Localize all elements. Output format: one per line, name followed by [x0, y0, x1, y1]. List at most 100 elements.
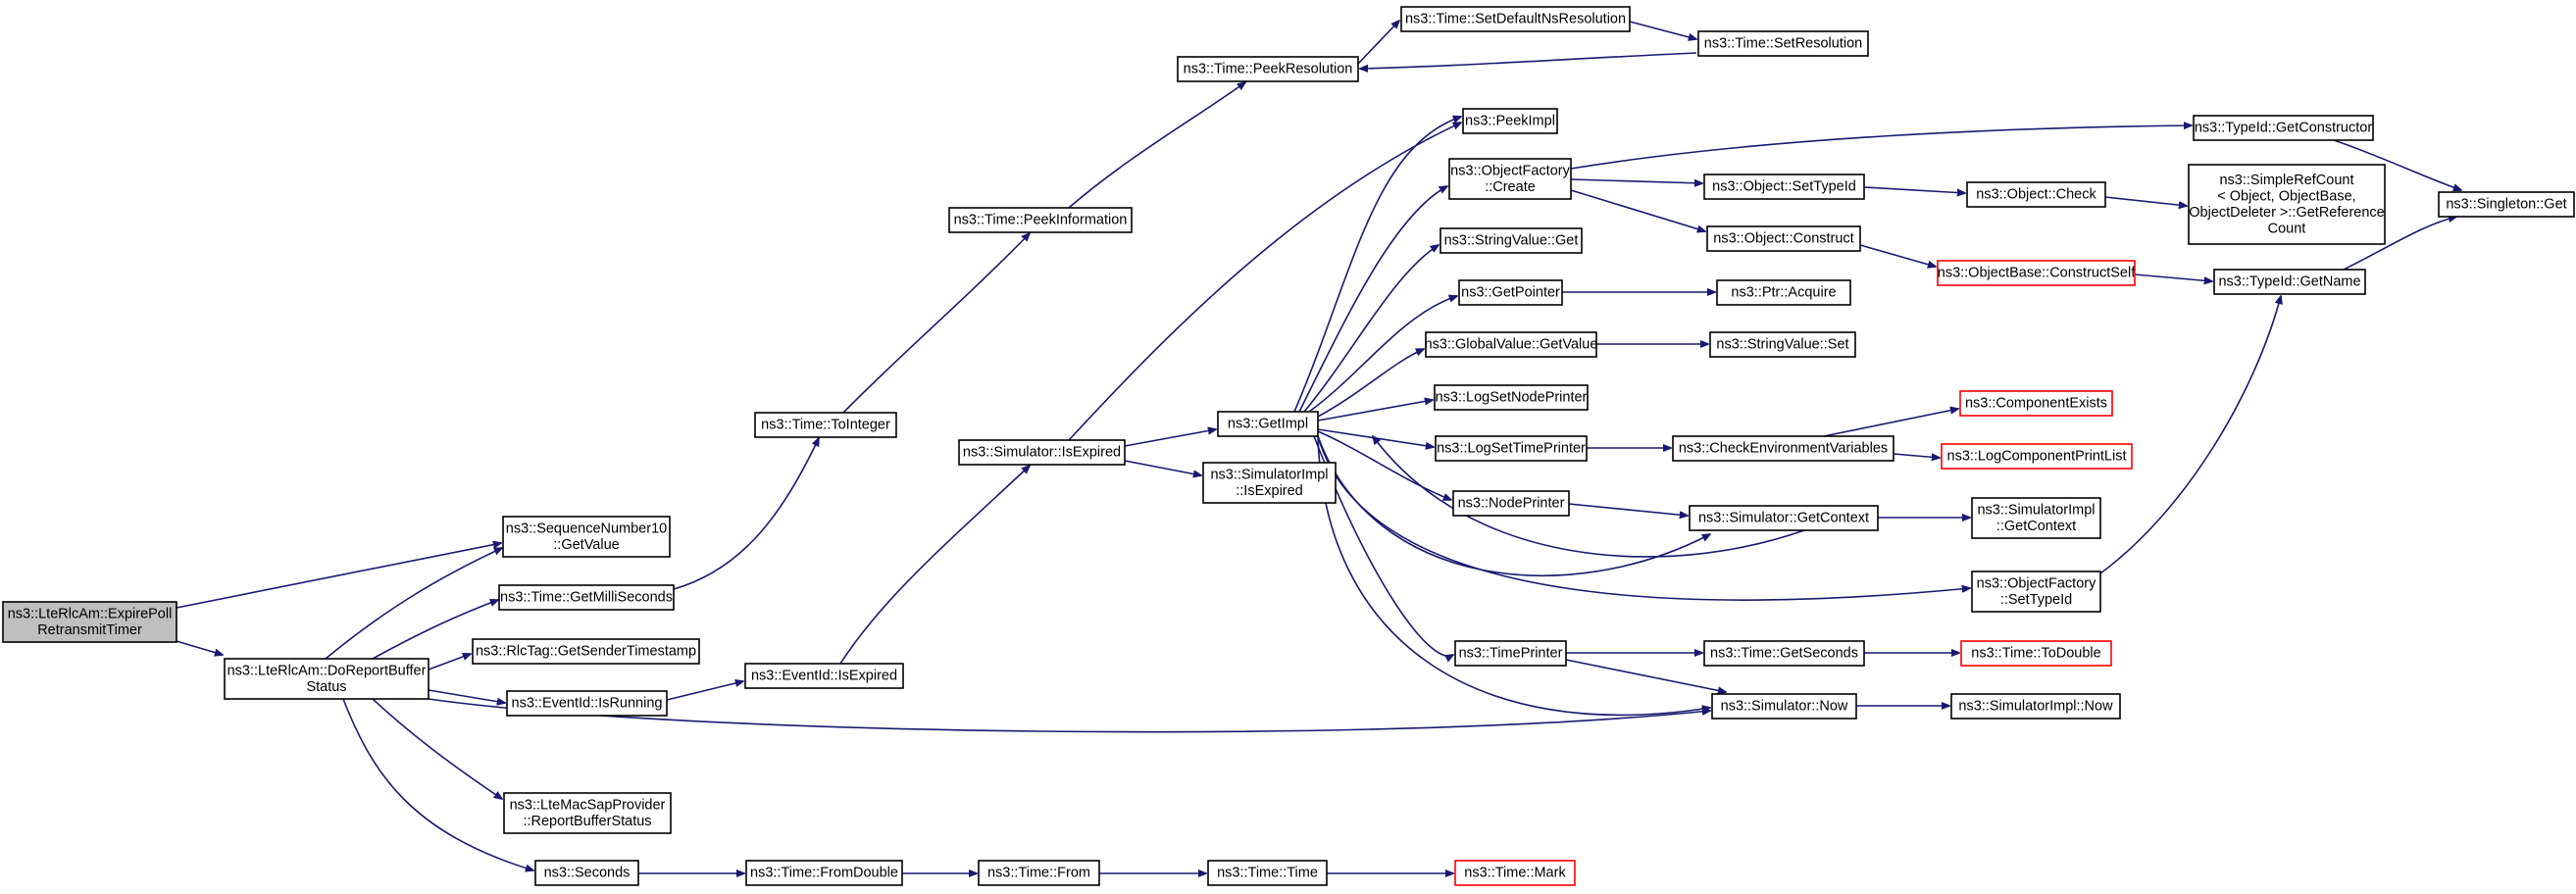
edge-from-getimpl [1303, 245, 1439, 413]
node-log-component-printlist[interactable]: ns3::LogComponentPrintList [1941, 443, 2133, 470]
node-label: ns3::EventId::IsExpired [751, 669, 897, 684]
node-logsetnodeprinter[interactable]: ns3::LogSetNodePrinter [1434, 384, 1589, 411]
node-label: ::SetTypeId [2000, 592, 2072, 608]
node-eventid-isrunning[interactable]: ns3::EventId::IsRunning [506, 690, 668, 717]
node-check-env[interactable]: ns3::CheckEnvironmentVariables [1672, 435, 1894, 462]
node-box [498, 584, 675, 611]
node-typeid-getconstructor[interactable]: ns3::TypeId::GetConstructor [2193, 115, 2374, 141]
node-simimpl-isexpired[interactable]: ns3::SimulatorImpl::IsExpired [1202, 462, 1337, 504]
node-box [1434, 384, 1589, 411]
node-sim-isexpired[interactable]: ns3::Simulator::IsExpired [958, 439, 1126, 466]
node-label: ns3::StringValue::Get [1444, 233, 1579, 249]
node-globalvalue-getvalue[interactable]: ns3::GlobalValue::GetValue [1425, 331, 1598, 358]
node-label: ::ReportBufferStatus [523, 814, 651, 829]
node-singleton-get[interactable]: ns3::Singleton::Get [2438, 191, 2575, 218]
node-timeprinter[interactable]: ns3::TimePrinter [1454, 640, 1567, 667]
node-label: ObjectDeleter >::GetReference [2189, 205, 2384, 221]
node-label: ns3::EventId::IsRunning [512, 696, 663, 712]
node-nodeprinter[interactable]: ns3::NodePrinter [1452, 490, 1570, 517]
node-label: ns3::PeekImpl [1465, 114, 1555, 129]
edge-from-peek-information [1068, 82, 1245, 209]
node-label: ns3::ComponentExists [1965, 396, 2107, 412]
edge-from-objfactory-settypeid [2099, 296, 2281, 574]
edge-from-sim-isexpired [1124, 429, 1216, 447]
node-stringvalue-set[interactable]: ns3::StringValue::Set [1709, 331, 1856, 358]
node-box [1462, 108, 1558, 134]
node-box [1697, 30, 1869, 57]
node-label: ns3::SimulatorImpl [1977, 502, 2095, 518]
edge-from-eventid-isrunning [666, 681, 743, 701]
node-object-construct[interactable]: ns3::Object::Construct [1706, 225, 1861, 252]
node-seq-getvalue[interactable]: ns3::SequenceNumber10::GetValue [502, 516, 671, 558]
node-box [2188, 164, 2386, 245]
node-object-settypeid[interactable]: ns3::Object::SetTypeId [1703, 174, 1865, 200]
node-box [948, 207, 1133, 233]
node-sim-now[interactable]: ns3::Simulator::Now [1711, 693, 1857, 720]
node-box [503, 792, 672, 834]
node-objfactory-settypeid[interactable]: ns3::ObjectFactory::SetTypeId [1971, 571, 2101, 613]
node-rlctag[interactable]: ns3::RlcTag::GetSenderTimestamp [472, 638, 700, 665]
node-box [1706, 225, 1861, 252]
node-logsettimeprinter[interactable]: ns3::LogSetTimePrinter [1435, 435, 1588, 462]
node-label: ::GetContext [1996, 519, 2076, 534]
node-label: ::IsExpired [1236, 483, 1303, 499]
node-set-default-ns[interactable]: ns3::Time::SetDefaultNsResolution [1400, 6, 1631, 32]
node-time-from[interactable]: ns3::Time::From [978, 860, 1100, 886]
node-seconds[interactable]: ns3::Seconds [534, 860, 639, 886]
node-typeid-getname[interactable]: ns3::TypeId::GetName [2213, 269, 2366, 295]
node-sim-getcontext[interactable]: ns3::Simulator::GetContext [1689, 505, 1879, 531]
node-simplerefcount[interactable]: ns3::SimpleRefCount< Object, ObjectBase,… [2188, 164, 2386, 245]
node-objectbase-constructself[interactable]: ns3::ObjectBase::ConstructSelf [1937, 260, 2136, 286]
edge-from-sim-isexpired [1068, 123, 1461, 441]
node-peek-information[interactable]: ns3::Time::PeekInformation [948, 207, 1133, 233]
node-stringvalue-get[interactable]: ns3::StringValue::Get [1440, 227, 1583, 254]
node-ptr-acquire[interactable]: ns3::Ptr::Acquire [1716, 279, 1851, 306]
edge-from-object-check [2104, 196, 2187, 206]
node-objfactory-create[interactable]: ns3::ObjectFactory::Create [1448, 158, 1572, 200]
node-label: ns3::Simulator::IsExpired [963, 445, 1121, 461]
node-time-setresolution[interactable]: ns3::Time::SetResolution [1697, 30, 1869, 57]
node-box [1454, 860, 1576, 886]
node-box [978, 860, 1100, 886]
node-getpointer[interactable]: ns3::GetPointer [1458, 279, 1563, 306]
node-box [1458, 279, 1563, 306]
node-peekimpl[interactable]: ns3::PeekImpl [1462, 108, 1558, 134]
node-time-getseconds[interactable]: ns3::Time::GetSeconds [1703, 640, 1865, 667]
node-label: ns3::RlcTag::GetSenderTimestamp [476, 644, 696, 660]
node-time-todouble[interactable]: ns3::Time::ToDouble [1960, 640, 2112, 667]
node-simimpl-now[interactable]: ns3::SimulatorImpl::Now [1950, 693, 2121, 720]
node-box [1454, 640, 1567, 667]
edge-from-get-milliseconds [673, 438, 819, 590]
node-time-fromdouble[interactable]: ns3::Time::FromDouble [745, 860, 903, 886]
node-box [1971, 497, 2101, 539]
node-box [534, 860, 639, 886]
node-box [1950, 693, 2121, 720]
node-box [2193, 115, 2374, 141]
edge-from-sim-getcontext [1373, 436, 1805, 558]
node-object-check[interactable]: ns3::Object::Check [1966, 181, 2106, 208]
node-box [1711, 693, 1857, 720]
node-time-tointeger[interactable]: ns3::Time::ToInteger [754, 412, 897, 438]
node-label: ns3::LteRlcAm::DoReportBuffer [227, 663, 427, 678]
node-box [502, 516, 671, 558]
node-component-exists[interactable]: ns3::ComponentExists [1959, 390, 2113, 417]
node-get-milliseconds[interactable]: ns3::Time::GetMilliSeconds [498, 584, 675, 611]
node-time-time[interactable]: ns3::Time::Time [1207, 860, 1328, 886]
node-peek-resolution[interactable]: ns3::Time::PeekResolution [1177, 56, 1359, 82]
node-time-mark[interactable]: ns3::Time::Mark [1454, 860, 1576, 886]
node-box [754, 412, 897, 438]
node-label: ns3::TypeId::GetConstructor [2195, 121, 2373, 136]
node-label: ns3::Time::FromDouble [750, 866, 898, 881]
node-getimpl[interactable]: ns3::GetImpl [1217, 411, 1319, 437]
node-label: ns3::Time::GetSeconds [1710, 646, 1858, 662]
edge-from-do-report [428, 689, 505, 703]
node-eventid-isexpired[interactable]: ns3::EventId::IsExpired [744, 663, 904, 689]
node-box [1440, 227, 1583, 254]
node-label: < Object, ObjectBase, [2217, 188, 2355, 204]
node-box [1959, 390, 2113, 417]
node-macsap[interactable]: ns3::LteMacSapProvider::ReportBufferStat… [503, 792, 672, 834]
node-simimpl-getcontext[interactable]: ns3::SimulatorImpl::GetContext [1971, 497, 2101, 539]
node-label: ns3::LogSetTimePrinter [1437, 441, 1586, 457]
